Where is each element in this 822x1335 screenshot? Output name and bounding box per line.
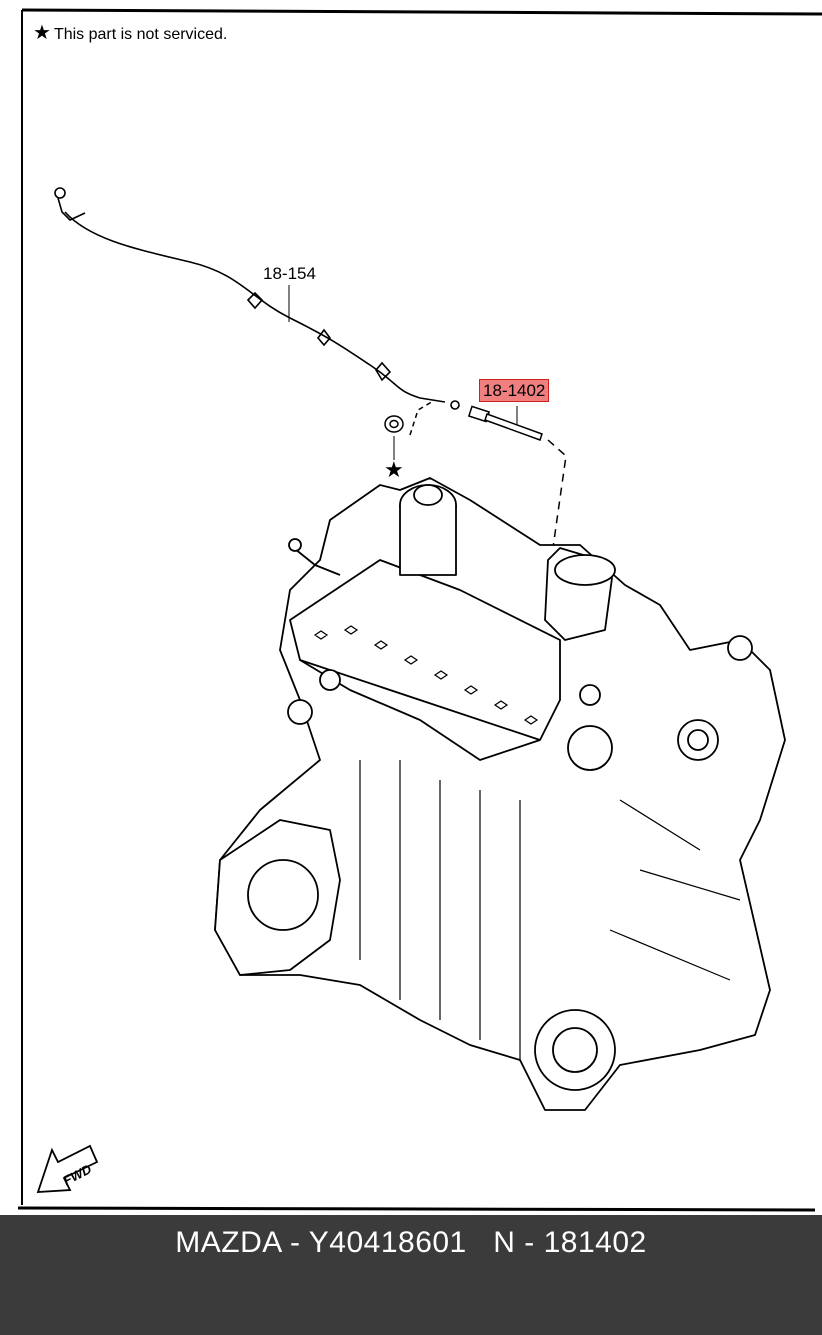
not-serviced-note: ★This part is not serviced.	[33, 20, 227, 45]
nut-part	[384, 399, 436, 460]
callout-harness[interactable]: 18-154	[263, 264, 316, 283]
fwd-arrow-icon	[36, 1144, 99, 1193]
star-icon: ★	[33, 22, 51, 44]
exploded-diagram: ★	[17, 8, 822, 1212]
not-serviced-star-icon: ★	[384, 458, 404, 483]
footer-bar	[0, 1215, 822, 1335]
callout-glow-plug[interactable]: 18-1402	[479, 379, 550, 402]
cover-details	[313, 625, 539, 725]
note-text: This part is not serviced.	[53, 26, 228, 43]
engine-block	[214, 477, 786, 1111]
bottom-border	[17, 1206, 816, 1212]
harness-part	[54, 187, 460, 410]
footer-part-number: MAZDA - Y40418601 N - 181402	[175, 1226, 647, 1259]
top-border	[21, 8, 822, 16]
